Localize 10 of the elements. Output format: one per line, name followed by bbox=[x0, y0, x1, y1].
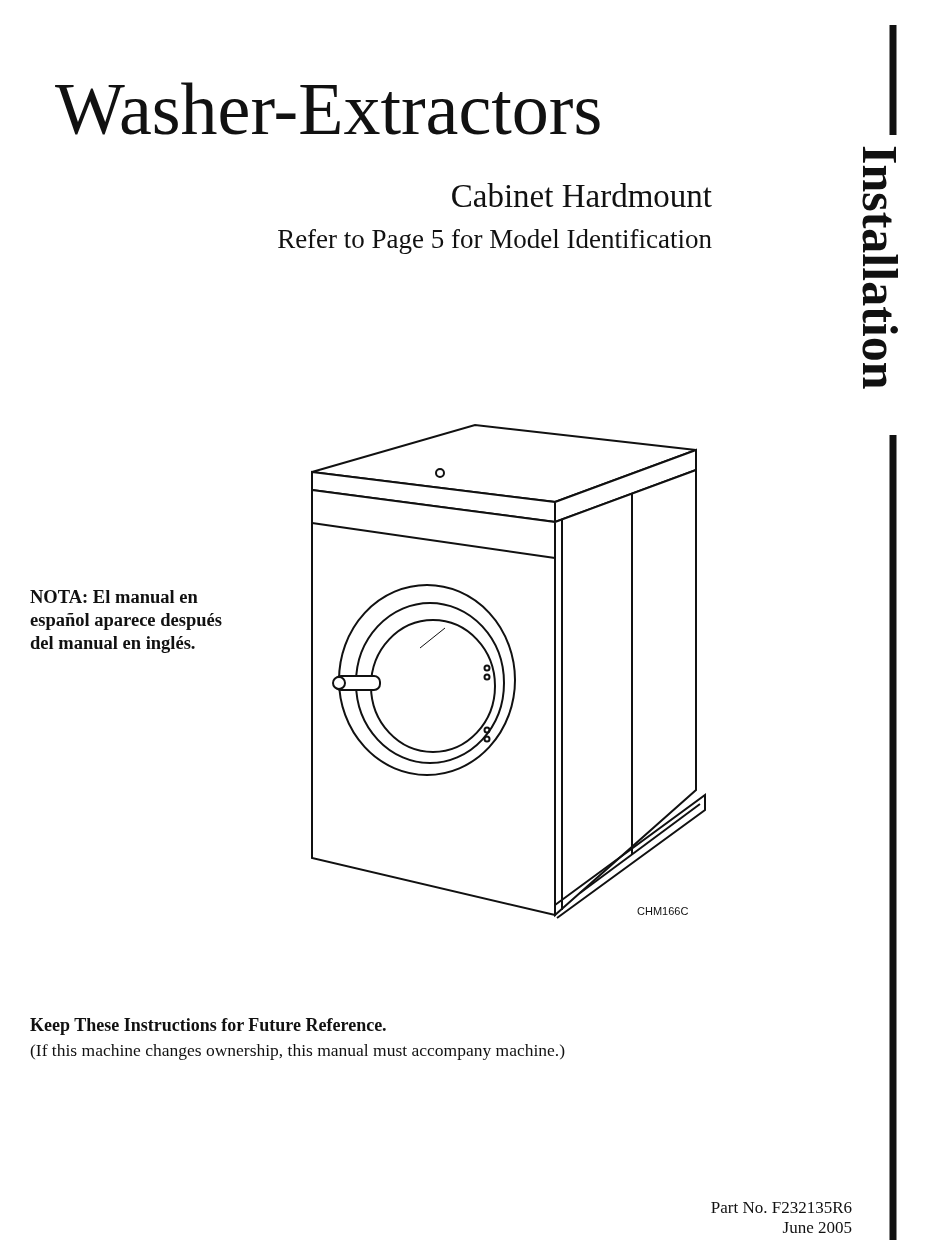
figure-code: CHM166C bbox=[637, 905, 689, 917]
ownership-note: (If this machine changes ownership, this manual must accompany machine.) bbox=[30, 1040, 566, 1061]
subtitle: Refer to Page 5 for Model Identification bbox=[277, 224, 712, 255]
part-number: Part No. F232135R6 bbox=[710, 1198, 852, 1218]
keep-instructions-note: Keep These Instructions for Future Reference. bbox=[30, 1015, 387, 1036]
language-note: NOTA: El manual en español aparece después del manual en inglés. bbox=[30, 586, 223, 656]
publication-date: June 2005 bbox=[782, 1218, 852, 1238]
subtitle: Cabinet Hardmount bbox=[450, 178, 712, 215]
title: Washer-Extractors bbox=[55, 72, 603, 146]
section-heading: Installation bbox=[855, 145, 905, 390]
